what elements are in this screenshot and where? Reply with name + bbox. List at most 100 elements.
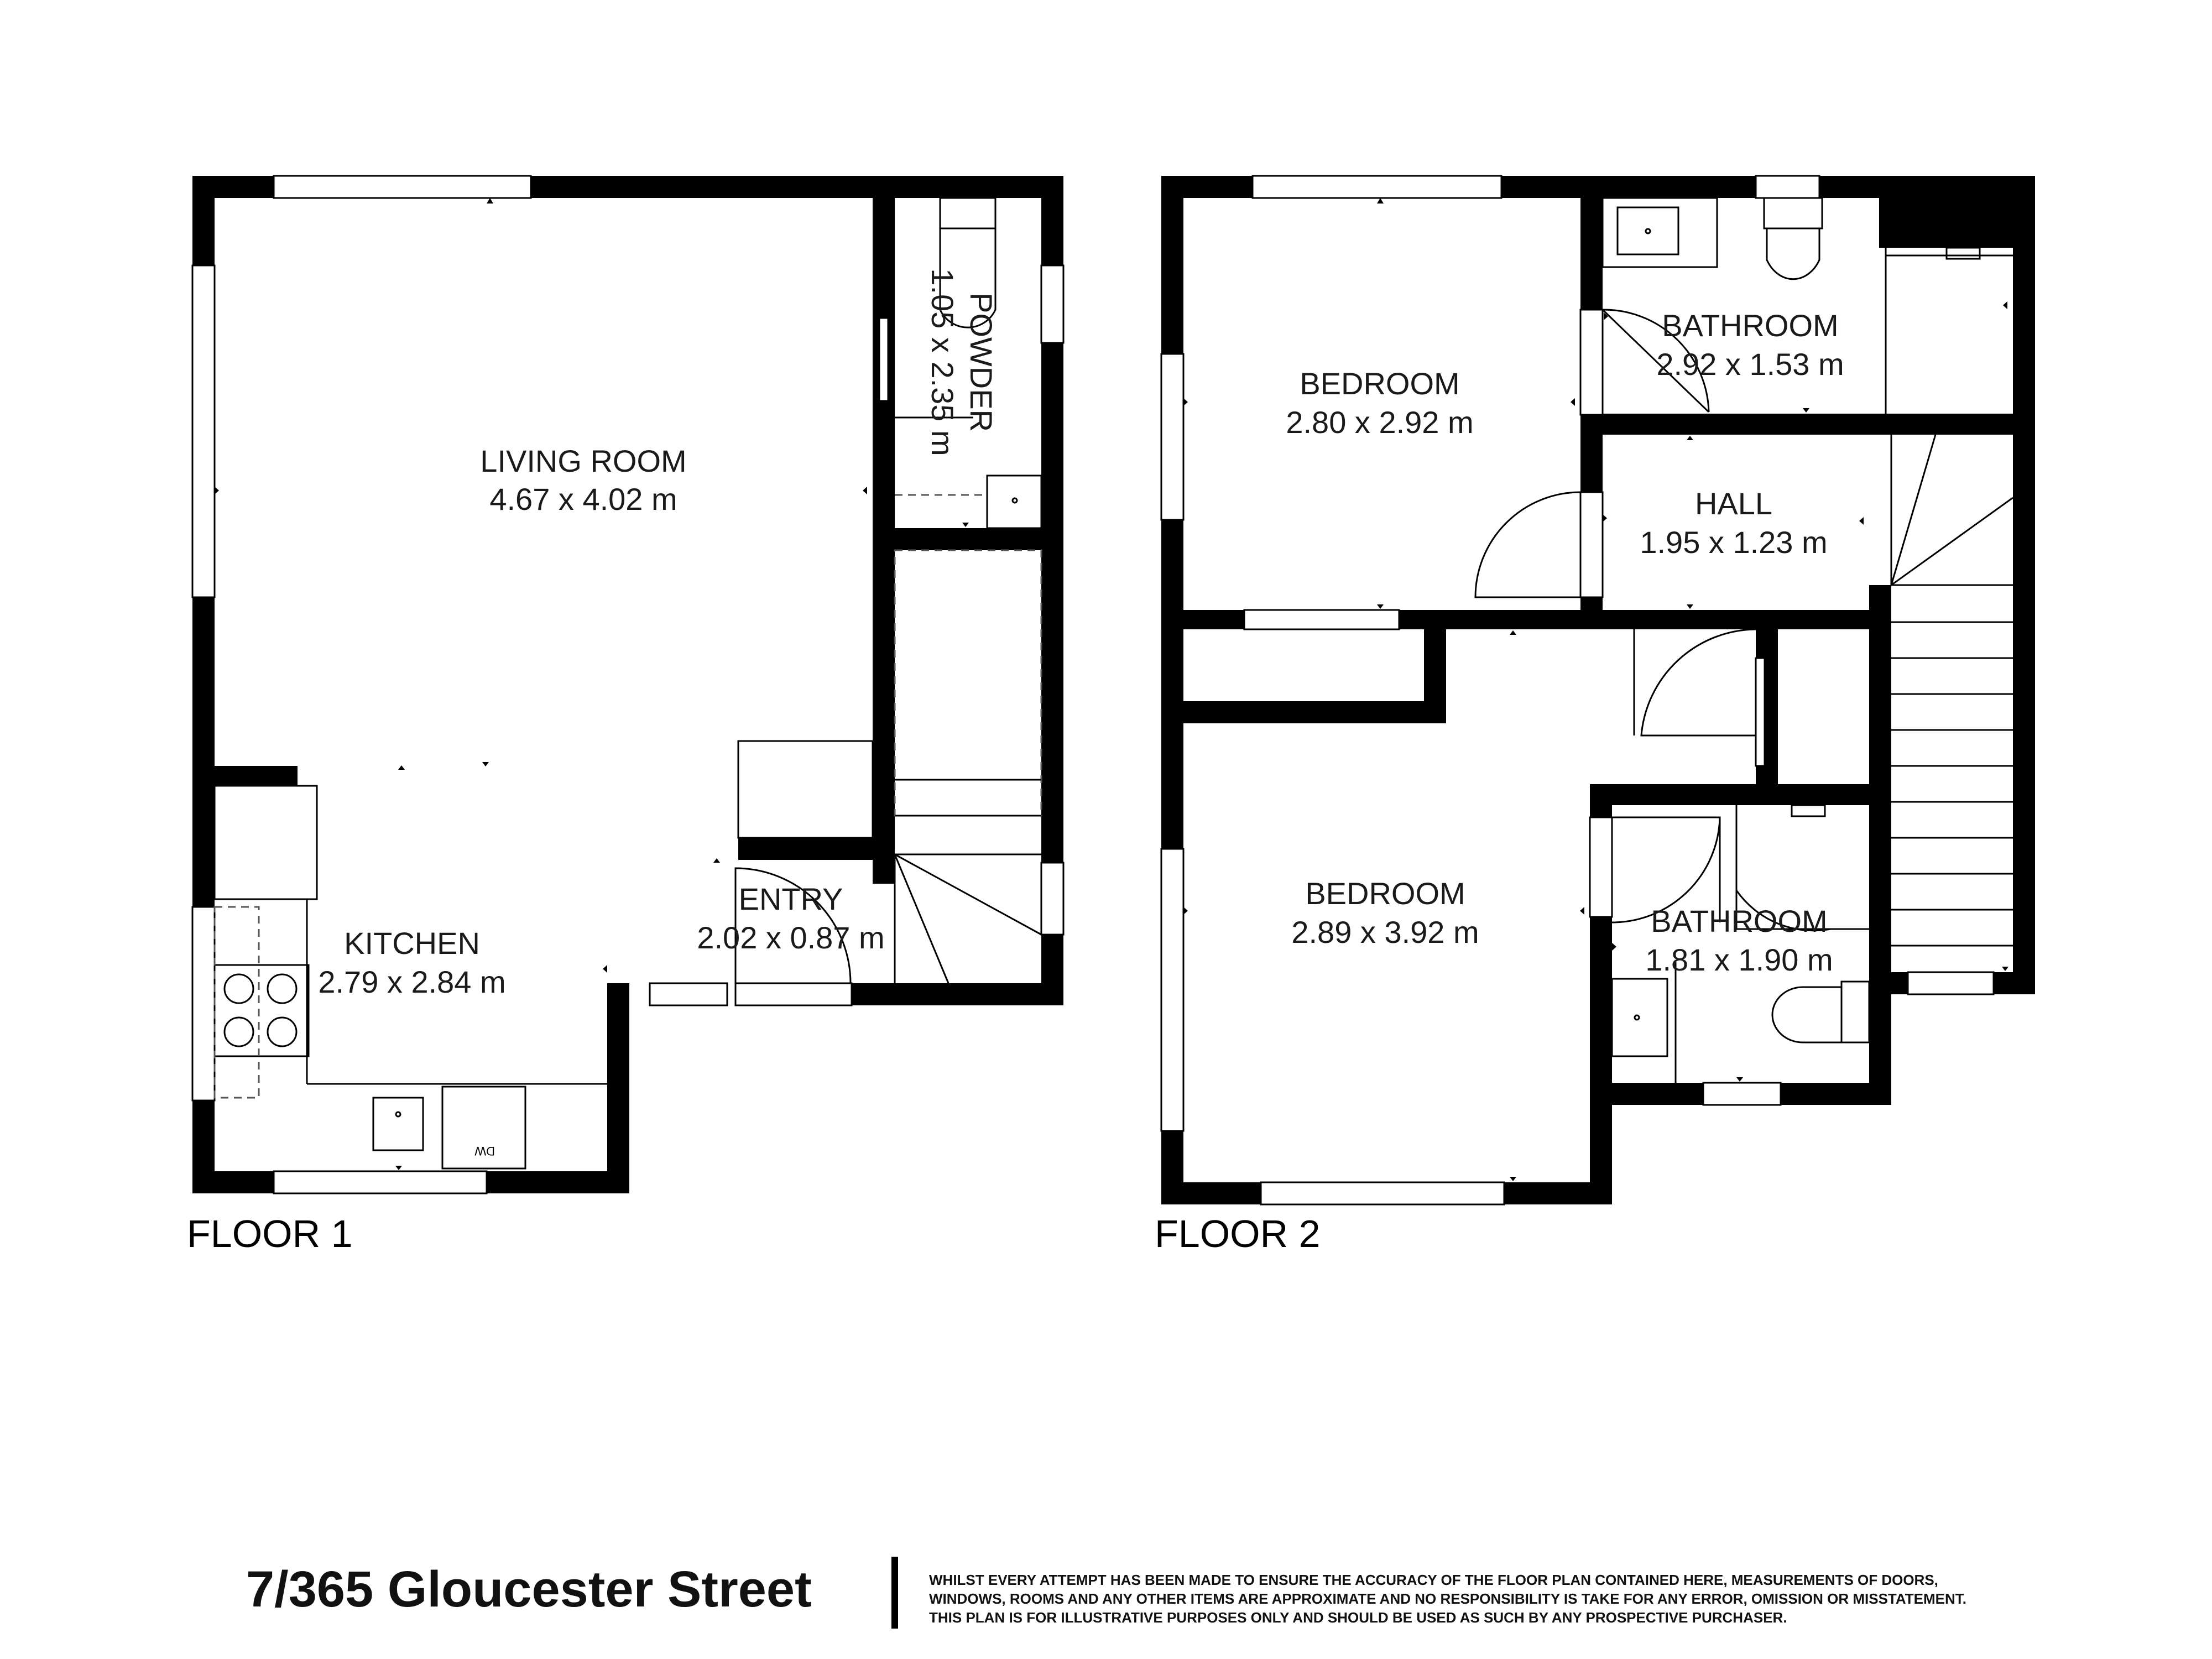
marker: [1183, 907, 1188, 915]
kitchen-sink: [372, 1097, 424, 1151]
wall: [1161, 701, 1438, 723]
front-door-threshold: [734, 982, 853, 1006]
marker: [215, 487, 219, 494]
bathroom-door: [1601, 309, 1710, 413]
window: [1260, 1181, 1505, 1206]
cooktop-burner: [267, 1016, 298, 1047]
marker: [1604, 312, 1608, 320]
marker: [713, 858, 720, 863]
toilet-bowl: [939, 228, 997, 328]
sink-drain: [395, 1111, 401, 1118]
bedroom-door: [1474, 491, 1582, 598]
room-size-bathroom-1: 2.92 x 1.53 m: [1656, 347, 1844, 382]
window: [273, 175, 532, 199]
wall: [1580, 414, 2035, 435]
stairs: [1890, 434, 2013, 947]
cupboard-outline: [894, 549, 1042, 817]
disclaimer: Whilst every attempt has been made to en…: [929, 1571, 2201, 1627]
marker: [1687, 604, 1693, 609]
toilet-bowl: [1771, 986, 1841, 1044]
marker: [1603, 514, 1607, 522]
window: [191, 906, 216, 1102]
toilet-cistern: [1763, 197, 1823, 229]
basin-drain: [1634, 1014, 1640, 1021]
kitchen-bench: [213, 785, 318, 900]
marker: [1377, 604, 1384, 609]
toilet-cistern: [939, 197, 997, 229]
marker: [1510, 1177, 1516, 1181]
marker: [962, 523, 969, 527]
marker: [487, 198, 493, 204]
marker: [1580, 907, 1584, 915]
marker: [603, 965, 607, 973]
cooktop-burner: [223, 1016, 254, 1047]
room-size-kitchen: 2.79 x 2.84 m: [318, 964, 505, 999]
powder-door: [878, 317, 889, 402]
footer-divider: [891, 1557, 898, 1629]
marker: [1510, 630, 1516, 635]
wall: [1700, 610, 1891, 629]
disclaimer-line: This plan is for illustrative purposes o…: [929, 1609, 1787, 1626]
floor-1-label: FLOOR 1: [187, 1212, 353, 1255]
room-size-bathroom-2: 1.81 x 1.90 m: [1645, 942, 1833, 977]
marker: [1859, 517, 1864, 525]
wall: [738, 838, 895, 860]
property-address: 7/365 Gloucester Street: [246, 1561, 812, 1618]
bench-outline: [213, 906, 260, 1099]
shower-door: [1735, 805, 1831, 932]
marker: [398, 765, 405, 770]
room-name-entry: ENTRY: [739, 881, 843, 916]
window: [1040, 264, 1065, 344]
room-size-bedroom-1: 2.80 x 2.92 m: [1286, 405, 1473, 440]
window: [1579, 491, 1604, 598]
room-name-bathroom-2: BATHROOM: [1651, 904, 1827, 938]
room-name-bedroom-1: BEDROOM: [1300, 366, 1459, 401]
floor-2-plan: BEDROOM 2.80 x 2.92 m BATHROOM 2.92 x 1.…: [1155, 175, 2035, 1255]
marker: [1183, 398, 1188, 406]
vanity-drain: [1011, 497, 1018, 504]
window: [191, 264, 216, 598]
basin: [1616, 206, 1679, 255]
bathroom2-door: [1611, 816, 1721, 924]
basin-drain: [1645, 228, 1651, 234]
room-name-living: LIVING ROOM: [480, 444, 686, 478]
shower-rose: [1945, 247, 1981, 260]
marker: [1736, 1077, 1743, 1082]
wall: [1879, 176, 2035, 248]
wall: [1424, 610, 1446, 723]
window: [1589, 816, 1613, 918]
marker: [395, 1166, 402, 1170]
room-size-living: 4.67 x 4.02 m: [489, 482, 677, 517]
entry-door: [734, 867, 852, 984]
wall: [607, 983, 629, 1193]
marker: [2002, 967, 2008, 971]
window: [649, 982, 728, 1006]
window: [1243, 609, 1400, 630]
marker: [1803, 408, 1809, 413]
wall: [607, 983, 629, 1005]
room-size-bedroom-2: 2.89 x 3.92 m: [1291, 915, 1479, 950]
marker: [1612, 943, 1616, 951]
room-size-entry: 2.02 x 0.87 m: [697, 920, 884, 955]
storage-cupboard: [737, 740, 874, 839]
disclaimer-line: windows, rooms and any other items are a…: [929, 1590, 1966, 1607]
cooktop-burner: [223, 973, 254, 1004]
room-name-hall: HALL: [1695, 486, 1772, 521]
window: [1160, 848, 1185, 1132]
shower-rose: [1791, 804, 1826, 817]
marker: [1571, 398, 1575, 406]
wall: [852, 983, 1063, 1005]
room-name-bedroom-2: BEDROOM: [1305, 876, 1465, 911]
wall: [215, 766, 298, 786]
wall: [1590, 784, 1891, 805]
room-size-hall: 1.95 x 1.23 m: [1640, 525, 1827, 560]
dishwasher-label: DW: [474, 1144, 495, 1158]
window: [1251, 175, 1503, 199]
wall: [2013, 176, 2035, 994]
wall: [873, 528, 1063, 550]
window: [1579, 309, 1604, 416]
window: [1160, 353, 1185, 521]
room-name-powder: POWDER: [964, 293, 999, 432]
dishwasher: [441, 1086, 526, 1170]
window: [1907, 971, 1995, 995]
